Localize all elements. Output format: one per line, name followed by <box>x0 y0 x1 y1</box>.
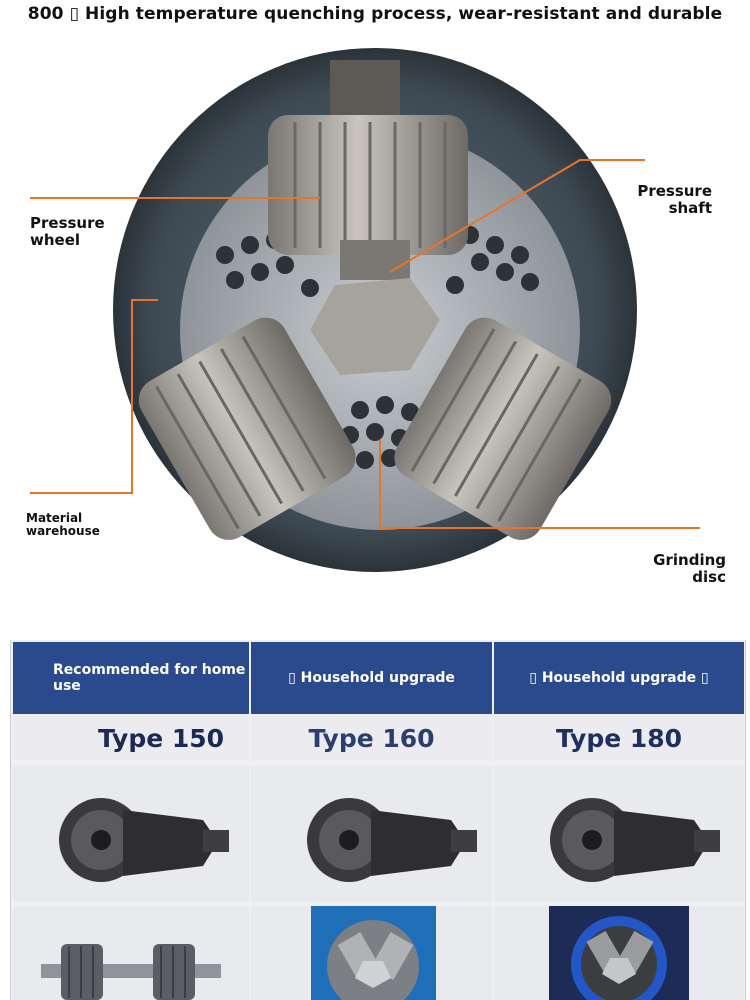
comparison-table: Recommended for home use ▯ Household upg… <box>10 640 746 1000</box>
callout-line-pressure-shaft <box>389 159 645 273</box>
callout-line-grinding-disc <box>379 440 700 529</box>
pellet-mill-photo <box>30 48 700 572</box>
header-household-upgrade-2: ▯ Household upgrade ▯ <box>494 642 744 714</box>
type-150-label: Type 150 <box>13 716 249 760</box>
gearbox-image-type-160 <box>251 766 492 902</box>
left-roller <box>138 317 356 540</box>
center-hub <box>310 278 440 375</box>
callout-line-material-warehouse <box>30 299 158 494</box>
type-180-label: Type 180 <box>494 716 744 760</box>
pellet-mill-diagram: Pressure wheel Pressure shaft Material w… <box>0 40 750 600</box>
header-household-upgrade-1: ▯ Household upgrade <box>251 642 492 714</box>
right-roller <box>394 317 612 540</box>
gearbox-image-type-180 <box>494 766 744 902</box>
label-pressure-shaft: Pressure shaft <box>637 182 712 217</box>
roller-image-type-180 <box>494 906 744 1000</box>
roller-image-type-150 <box>13 906 249 1000</box>
label-material-warehouse: Material warehouse <box>26 511 100 539</box>
type-160-label: Type 160 <box>251 716 492 760</box>
roller-ridges <box>293 122 447 248</box>
pressure-wheel <box>268 115 468 255</box>
label-pressure-wheel: Pressure wheel <box>30 214 105 249</box>
roller-image-type-160 <box>251 906 492 1000</box>
gearbox-image-type-150 <box>13 766 249 902</box>
label-grinding-disc: Grinding disc <box>653 551 726 586</box>
callout-lines <box>30 159 700 529</box>
header-home-use: Recommended for home use <box>13 642 249 714</box>
pressure-shaft <box>340 240 410 280</box>
headline: 800 ▯ High temperature quenching process… <box>27 4 723 24</box>
